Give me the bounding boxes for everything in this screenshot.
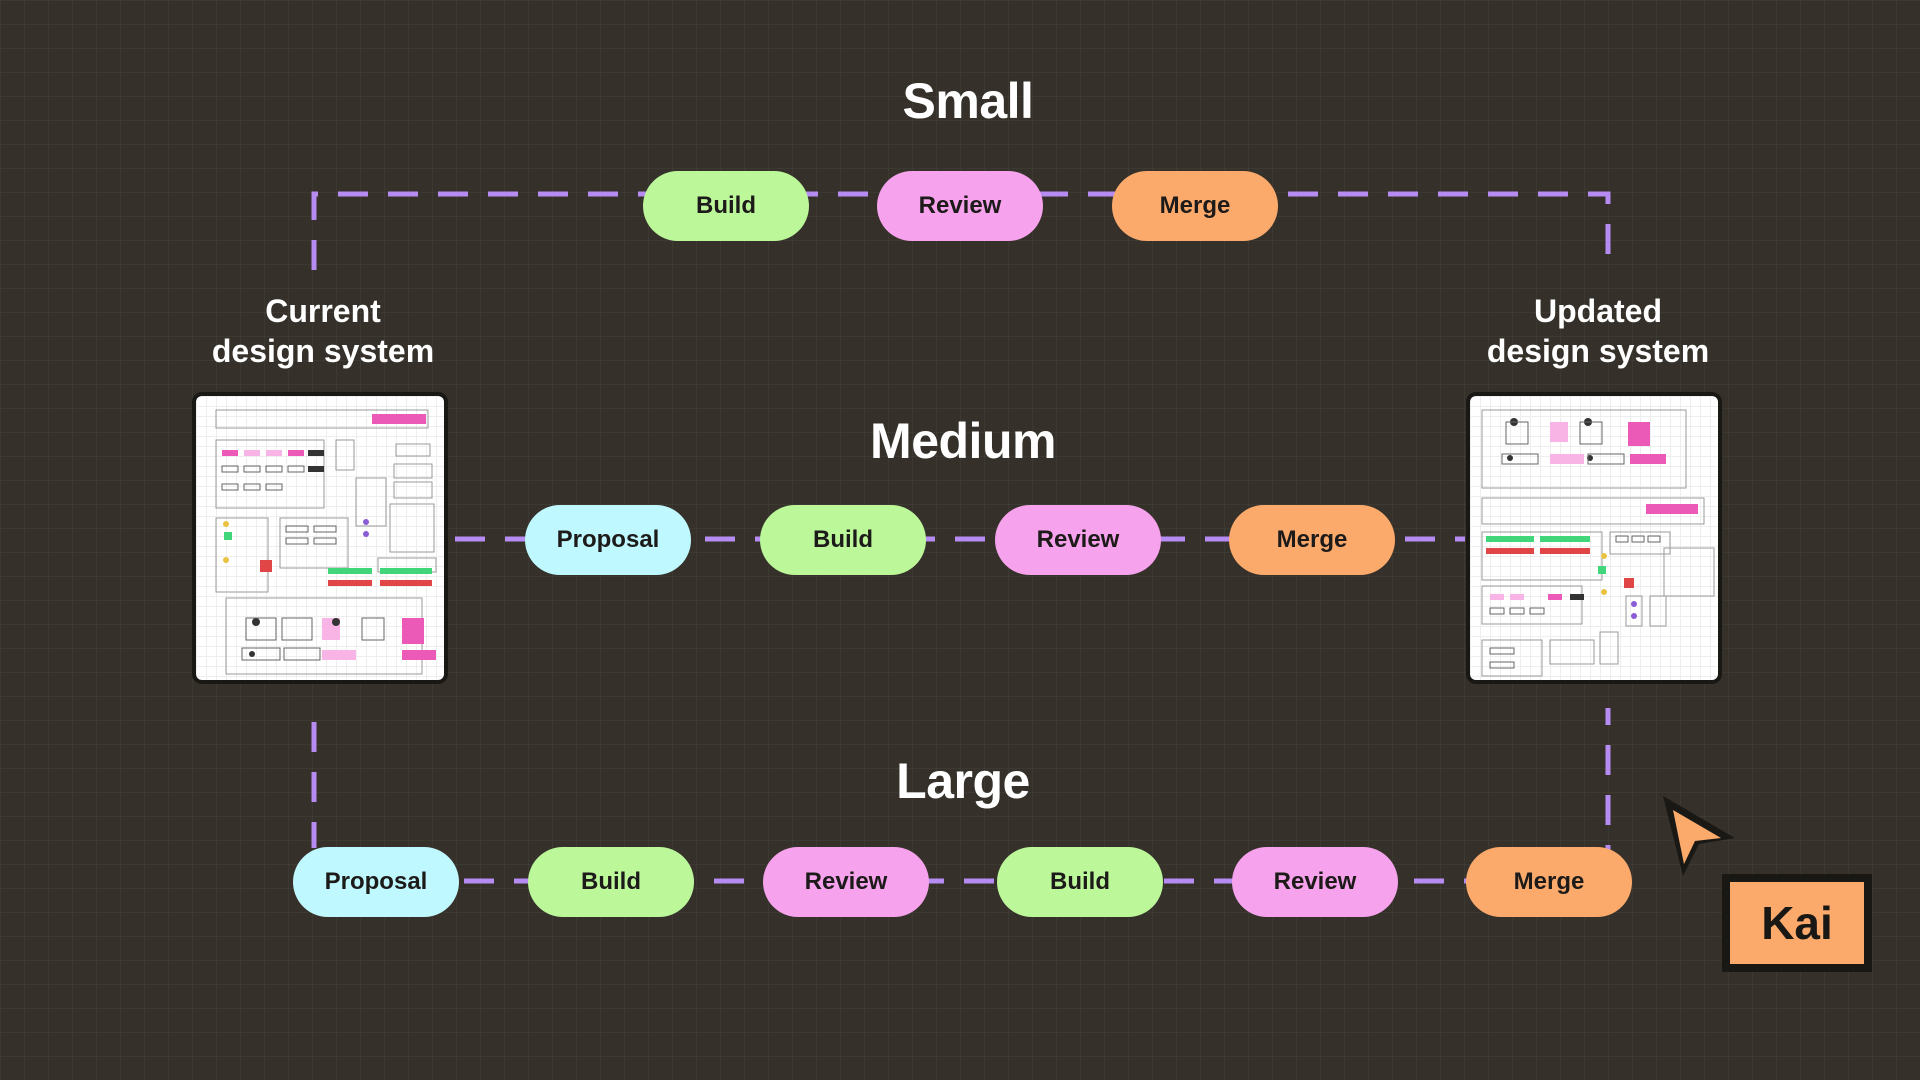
- medium-heading: Medium: [870, 413, 1056, 469]
- small-heading: Small: [902, 73, 1034, 129]
- updated-design-system-preview: [1481, 409, 1715, 677]
- large-build-step-2[interactable]: Build: [997, 847, 1163, 917]
- small-merge-step[interactable]: Merge: [1112, 171, 1278, 241]
- current-design-system-preview: [215, 409, 437, 675]
- collaborator-name-tag: Kai: [1722, 874, 1872, 972]
- large-flow-connector: [311, 708, 1611, 884]
- current-design-system-thumbnail[interactable]: [192, 392, 448, 684]
- current-label-line-1: Current: [265, 293, 381, 329]
- updated-label-line-2: design system: [1486, 333, 1710, 369]
- medium-merge-step[interactable]: Merge: [1229, 505, 1395, 575]
- large-heading: Large: [896, 753, 1030, 809]
- large-merge-step[interactable]: Merge: [1466, 847, 1632, 917]
- small-build-step[interactable]: Build: [643, 171, 809, 241]
- medium-proposal-step[interactable]: Proposal: [525, 505, 691, 575]
- small-review-step[interactable]: Review: [877, 171, 1043, 241]
- cursor-pointer-icon: [1663, 796, 1735, 876]
- large-build-step[interactable]: Build: [528, 847, 694, 917]
- current-design-system-label: Current design system: [173, 291, 473, 371]
- updated-design-system-thumbnail[interactable]: [1466, 392, 1722, 684]
- collaborator-name: Kai: [1761, 897, 1833, 949]
- medium-review-step[interactable]: Review: [995, 505, 1161, 575]
- medium-build-step[interactable]: Build: [760, 505, 926, 575]
- updated-label-line-1: Updated: [1534, 293, 1662, 329]
- large-review-step[interactable]: Review: [763, 847, 929, 917]
- large-review-step-2[interactable]: Review: [1232, 847, 1398, 917]
- updated-design-system-label: Updated design system: [1448, 291, 1748, 371]
- large-proposal-step[interactable]: Proposal: [293, 847, 459, 917]
- current-label-line-2: design system: [211, 333, 435, 369]
